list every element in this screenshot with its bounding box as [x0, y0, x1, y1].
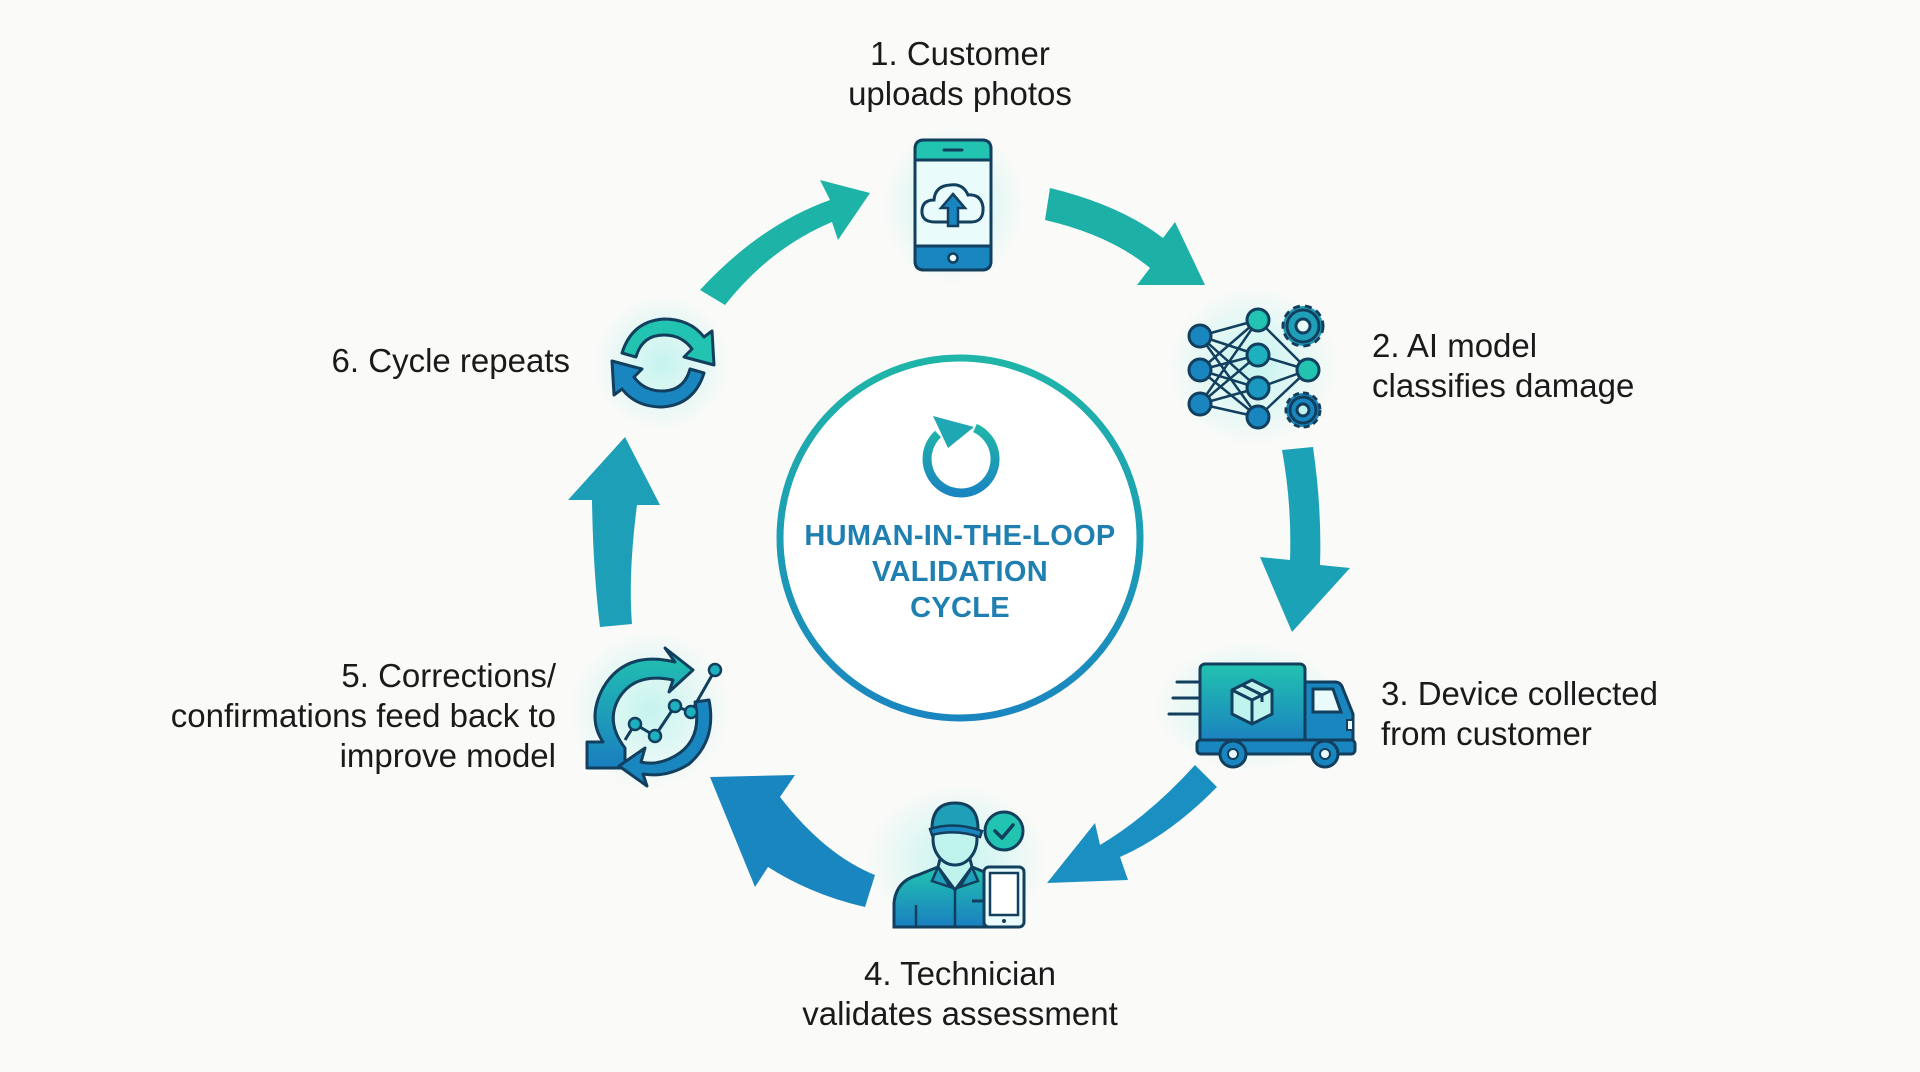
step-2-label: 2. AI model classifies damage	[1372, 326, 1634, 406]
phone-cloud-upload-icon	[883, 125, 1023, 285]
center-title-line-2: VALIDATION	[872, 556, 1048, 588]
step-5-line-3: improve model	[339, 737, 556, 774]
arrow-1-to-2	[1045, 188, 1205, 285]
step-4-line-2: validates assessment	[802, 995, 1118, 1032]
step-2-line-2: classifies damage	[1372, 367, 1635, 404]
step-2-line-1: 2. AI model	[1372, 327, 1538, 364]
step-1-label: 1. Customer uploads photos	[760, 34, 1160, 114]
refresh-cycle-icon	[922, 416, 1000, 498]
step-6-label: 6. Cycle repeats	[200, 341, 570, 381]
step-3-line-1: 3. Device collected	[1381, 675, 1658, 712]
arrow-4-to-5	[710, 775, 875, 907]
delivery-truck-icon	[1155, 642, 1357, 772]
step-1-line-2: uploads photos	[848, 75, 1072, 112]
feedback-loop-chart-icon	[570, 630, 730, 790]
arrow-6-to-1	[700, 180, 870, 305]
cycle-arrows-icon	[594, 295, 730, 431]
step-3-line-2: from customer	[1381, 715, 1592, 752]
step-3-label: 3. Device collected from customer	[1381, 674, 1658, 754]
center-title-line-3: CYCLE	[910, 592, 1010, 624]
center-ring	[776, 354, 1144, 722]
arrow-5-to-6	[568, 437, 660, 627]
step-6-line-1: 6. Cycle repeats	[331, 342, 570, 379]
step-1-line-1: 1. Customer	[870, 35, 1050, 72]
technician-tablet-check-icon	[867, 785, 1047, 935]
arrow-2-to-3	[1260, 447, 1350, 632]
step-4-label: 4. Technician validates assessment	[730, 954, 1190, 1034]
center-title-line-1: HUMAN-IN-THE-LOOP	[804, 520, 1116, 552]
step-4-line-1: 4. Technician	[863, 955, 1057, 992]
step-5-label: 5. Corrections/ confirmations feed back …	[60, 656, 556, 776]
step-5-line-2: confirmations feed back to	[170, 697, 556, 734]
arrow-3-to-4	[1047, 765, 1217, 883]
neural-network-gears-icon	[1168, 286, 1338, 446]
step-5-line-1: 5. Corrections/	[341, 657, 556, 694]
center-title: HUMAN-IN-THE-LOOP VALIDATION CYCLE	[790, 518, 1130, 626]
